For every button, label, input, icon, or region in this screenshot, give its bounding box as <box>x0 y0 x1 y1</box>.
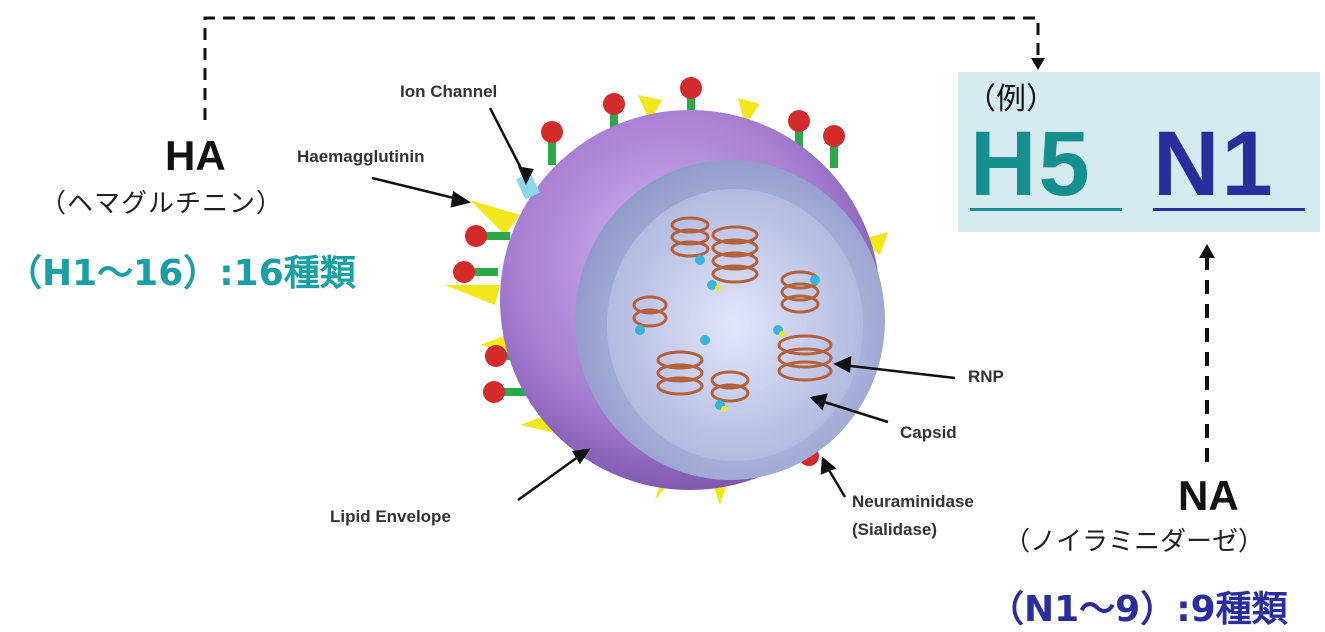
label-capsid: Capsid <box>900 423 957 443</box>
label-rnp: RNP <box>968 367 1004 387</box>
label-lipid-envelope: Lipid Envelope <box>330 507 451 527</box>
label-neuraminidase: Neuraminidase <box>852 492 974 512</box>
label-ion-channel: Ion Channel <box>400 82 497 102</box>
label-sialidase: (Sialidase) <box>852 520 937 540</box>
label-haemagglutinin: Haemagglutinin <box>297 147 425 167</box>
